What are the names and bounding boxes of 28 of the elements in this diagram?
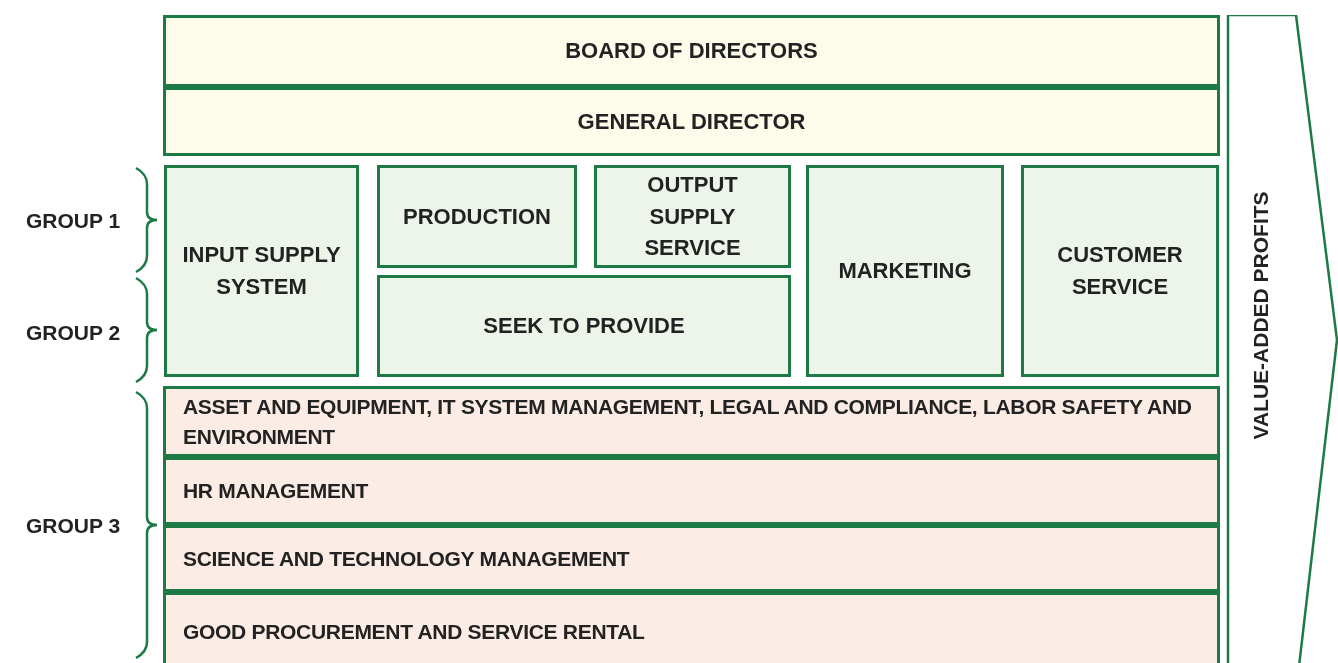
box-label: CUSTOMER SERVICE [1056, 241, 1184, 301]
department-box [377, 275, 791, 377]
box-label: ASSET AND EQUIPMENT, IT SYSTEM MANAGEMENT, LEGAL AND COMPLIANCE, LABOR SAFETY AND ENVIRONMENT [183, 394, 1193, 450]
box-label: GOOD PROCUREMENT AND SERVICE RENTAL [183, 619, 645, 646]
department-box [806, 165, 1004, 377]
department-box [164, 165, 359, 377]
box-label: INPUT SUPPLY SYSTEM [181, 241, 342, 301]
box-label: PRODUCTION [403, 202, 551, 231]
group-label: GROUP 2 [24, 321, 122, 343]
department-box [1021, 165, 1219, 377]
support-row [163, 457, 1220, 525]
header-box [163, 87, 1220, 156]
department-box [377, 165, 577, 268]
group-label: GROUP 3 [24, 514, 122, 536]
box-label: SEEK TO PROVIDE [483, 312, 685, 341]
header-box [163, 15, 1220, 87]
box-label: HR MANAGEMENT [183, 478, 369, 505]
group-label: GROUP 1 [24, 209, 122, 231]
box-label: BOARD OF DIRECTORS [565, 37, 818, 66]
department-box [594, 165, 791, 268]
box-label: OUTPUT SUPPLY SERVICE [643, 170, 742, 263]
box-label: SCIENCE AND TECHNOLOGY MANAGEMENT [183, 545, 630, 572]
support-row [163, 386, 1220, 457]
vertical-label: VALUE-ADDED PROFITS [1249, 191, 1271, 440]
support-row [163, 525, 1220, 592]
support-row [163, 592, 1220, 663]
box-label: MARKETING [838, 257, 972, 286]
box-label: GENERAL DIRECTOR [577, 107, 806, 136]
